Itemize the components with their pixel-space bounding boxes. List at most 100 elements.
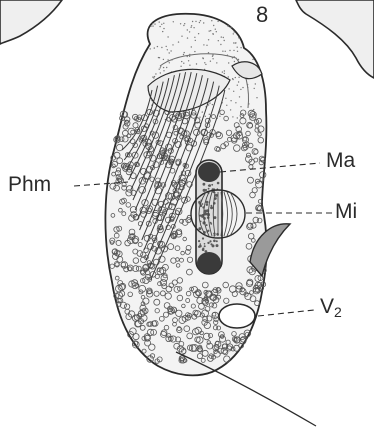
stipple-dot bbox=[167, 36, 168, 37]
macronucleus-dark-bottom bbox=[197, 252, 221, 274]
stipple-dot bbox=[203, 58, 204, 59]
stipple-dot bbox=[154, 47, 155, 48]
stipple-dot bbox=[180, 66, 181, 67]
chromatin-dot bbox=[209, 240, 211, 242]
stipple-dot bbox=[209, 114, 210, 115]
stipple-dot bbox=[200, 20, 201, 21]
stipple-dot bbox=[230, 27, 231, 28]
chromatin-dot bbox=[208, 188, 210, 190]
stipple-dot bbox=[233, 91, 234, 92]
stipple-dot bbox=[223, 37, 224, 38]
stipple-dot bbox=[232, 79, 233, 80]
stipple-dot bbox=[183, 54, 184, 55]
stipple-dot bbox=[222, 51, 223, 52]
neighbor-cell-right bbox=[296, 0, 374, 78]
stipple-dot bbox=[198, 33, 199, 34]
stipple-dot bbox=[159, 69, 160, 70]
label-mi: Mi bbox=[335, 201, 357, 222]
stipple-dot bbox=[152, 25, 153, 26]
stipple-dot bbox=[170, 50, 171, 51]
chromatin-dot bbox=[215, 194, 218, 197]
stipple-dot bbox=[184, 52, 185, 53]
stipple-dot bbox=[228, 76, 229, 77]
stipple-dot bbox=[224, 40, 225, 41]
stipple-dot bbox=[235, 77, 236, 78]
stipple-dot bbox=[160, 66, 161, 67]
stipple-dot bbox=[256, 97, 257, 98]
stipple-dot bbox=[208, 104, 209, 105]
stipple-dot bbox=[184, 23, 185, 24]
chromatin-dot bbox=[204, 243, 206, 245]
chromatin-dot bbox=[198, 246, 200, 248]
chromatin-dot bbox=[216, 244, 219, 247]
stipple-dot bbox=[187, 37, 188, 38]
stipple-dot bbox=[235, 42, 236, 43]
stipple-dot bbox=[233, 50, 234, 51]
stipple-dot bbox=[247, 84, 248, 85]
stipple-dot bbox=[154, 76, 155, 77]
stipple-dot bbox=[216, 62, 217, 63]
stipple-dot bbox=[181, 61, 182, 62]
chromatin-dot bbox=[210, 206, 213, 209]
stipple-dot bbox=[228, 88, 229, 89]
stipple-dot bbox=[160, 67, 161, 68]
chromatin-dot bbox=[202, 249, 205, 252]
stipple-dot bbox=[238, 81, 239, 82]
chromatin-dot bbox=[213, 216, 216, 219]
stipple-dot bbox=[224, 73, 225, 74]
stipple-dot bbox=[240, 47, 241, 48]
chromatin-dot bbox=[211, 184, 213, 186]
stipple-dot bbox=[230, 109, 231, 110]
stipple-dot bbox=[167, 59, 168, 60]
stipple-dot bbox=[224, 70, 225, 71]
chromatin-dot bbox=[203, 183, 206, 186]
label-v2-letter: V bbox=[320, 295, 334, 318]
stipple-dot bbox=[194, 51, 195, 52]
stipple-dot bbox=[252, 117, 253, 118]
stipple-dot bbox=[204, 62, 205, 63]
stipple-dot bbox=[247, 87, 248, 88]
stipple-dot bbox=[255, 83, 256, 84]
stipple-dot bbox=[191, 25, 192, 26]
stipple-dot bbox=[155, 73, 156, 74]
stipple-dot bbox=[188, 60, 189, 61]
stipple-dot bbox=[187, 29, 188, 30]
stipple-dot bbox=[212, 54, 213, 55]
stipple-dot bbox=[248, 103, 249, 104]
stipple-dot bbox=[173, 21, 174, 22]
stipple-dot bbox=[218, 40, 219, 41]
stipple-dot bbox=[162, 31, 163, 32]
chromatin-dot bbox=[204, 245, 206, 247]
stipple-dot bbox=[205, 64, 206, 65]
chromatin-dot bbox=[206, 201, 209, 204]
stipple-dot bbox=[183, 25, 184, 26]
chromatin-dot bbox=[207, 242, 209, 244]
stipple-dot bbox=[183, 63, 184, 64]
stipple-dot bbox=[163, 67, 164, 68]
stipple-dot bbox=[206, 45, 207, 46]
label-v2: V2 bbox=[320, 296, 342, 319]
stipple-dot bbox=[212, 104, 213, 105]
chromatin-dot bbox=[205, 250, 208, 253]
stipple-dot bbox=[189, 65, 190, 66]
stipple-dot bbox=[242, 87, 243, 88]
stipple-dot bbox=[199, 118, 200, 119]
chromatin-dot bbox=[198, 227, 201, 230]
stipple-dot bbox=[160, 72, 161, 73]
stipple-dot bbox=[194, 109, 195, 110]
stipple-dot bbox=[226, 105, 227, 106]
stipple-dot bbox=[252, 59, 253, 60]
chromatin-dot bbox=[208, 184, 211, 187]
stipple-dot bbox=[180, 23, 181, 24]
stipple-dot bbox=[199, 22, 200, 23]
stipple-dot bbox=[221, 36, 222, 37]
stipple-dot bbox=[232, 57, 233, 58]
stipple-dot bbox=[237, 51, 238, 52]
stipple-dot bbox=[225, 98, 226, 99]
stipple-dot bbox=[172, 44, 173, 45]
stipple-dot bbox=[189, 56, 190, 57]
stipple-dot bbox=[238, 59, 239, 60]
stipple-dot bbox=[237, 47, 238, 48]
label-v2-subscript: 2 bbox=[334, 304, 342, 320]
